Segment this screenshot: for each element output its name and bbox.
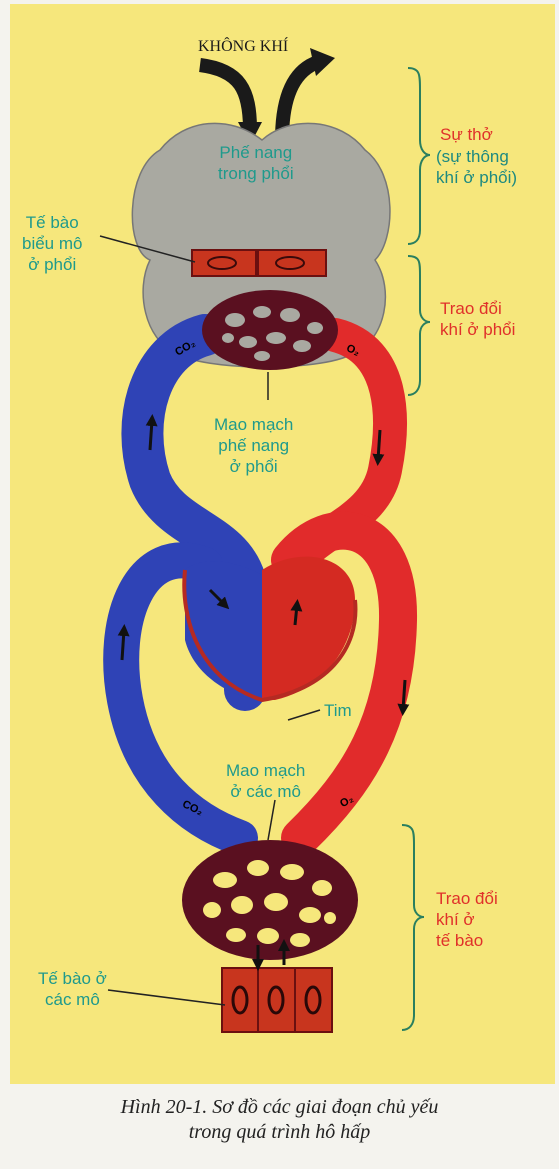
air-label: KHÔNG KHÍ xyxy=(198,36,288,57)
alveolar-capillary-line-2: phế nang xyxy=(214,435,293,456)
cell-exchange-label: Trao đổi khí ở tế bào xyxy=(436,888,498,951)
breathing-line-3: khí ở phổi) xyxy=(436,167,517,188)
epithelial-cells xyxy=(192,250,326,276)
heart xyxy=(184,557,355,700)
cell-exchange-line-2: khí ở xyxy=(436,909,498,930)
tissue-capillary xyxy=(182,840,358,960)
alveoli-label: Phế nang trong phổi xyxy=(218,142,294,184)
tissue-cells-line-1: Tế bào ở xyxy=(38,968,107,989)
alveolar-capillary-line-3: ở phổi xyxy=(214,456,293,477)
epithelial-line-1: Tế bào xyxy=(22,212,82,233)
breathing-line-1: Sự thở xyxy=(440,124,493,145)
epithelial-line-2: biểu mô xyxy=(22,233,82,254)
heart-label: Tim xyxy=(324,700,352,721)
tissue-cells xyxy=(222,968,332,1032)
epithelial-label: Tế bào biểu mô ở phổi xyxy=(22,212,82,275)
tissue-capillary-line-1: Mao mạch xyxy=(226,760,305,781)
cell-exchange-line-3: tế bào xyxy=(436,930,498,951)
tissue-capillary-label: Mao mạch ở các mô xyxy=(226,760,305,802)
brackets xyxy=(402,68,430,1030)
alveolar-capillary-line-1: Mao mạch xyxy=(214,414,293,435)
epithelial-line-3: ở phổi xyxy=(22,254,82,275)
caption-line-2: trong quá trình hô hấp xyxy=(0,1120,559,1145)
caption-line-1: Hình 20-1. Sơ đồ các giai đoạn chủ yếu xyxy=(0,1095,559,1120)
alveoli-line-2: trong phổi xyxy=(218,163,294,184)
lung-exchange-line-2: khí ở phổi xyxy=(440,319,515,340)
breathing-line-2: (sự thông xyxy=(436,146,517,167)
alveoli-line-1: Phế nang xyxy=(218,142,294,163)
lung-exchange-label: Trao đổi khí ở phổi xyxy=(440,298,515,340)
lung-exchange-line-1: Trao đổi xyxy=(440,298,515,319)
cell-exchange-line-1: Trao đổi xyxy=(436,888,498,909)
breathing-label: Sự thở xyxy=(440,124,493,145)
tissue-cells-label: Tế bào ở các mô xyxy=(38,968,107,1010)
tissue-cells-line-2: các mô xyxy=(38,989,107,1010)
breathing-sub-label: (sự thông khí ở phổi) xyxy=(436,146,517,188)
lung-capillary xyxy=(202,290,338,370)
tissue-capillary-line-2: ở các mô xyxy=(226,781,305,802)
alveolar-capillary-label: Mao mạch phế nang ở phổi xyxy=(214,414,293,477)
figure-caption: Hình 20-1. Sơ đồ các giai đoạn chủ yếu t… xyxy=(0,1095,559,1145)
